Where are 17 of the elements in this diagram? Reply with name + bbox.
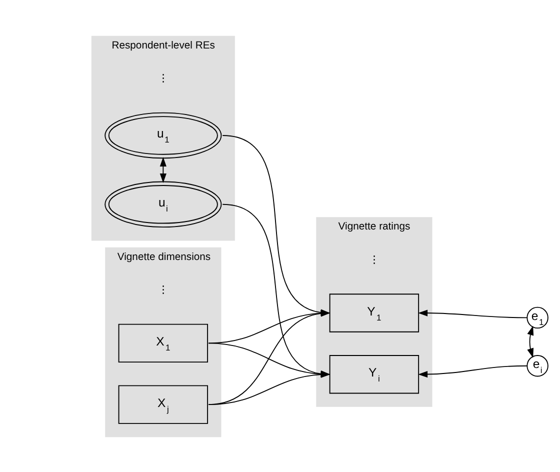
node-box: Y$_{i}$ <box>329 354 420 394</box>
node-circle: e$_{i}$ <box>526 354 548 376</box>
arrow <box>208 370 330 405</box>
arrow <box>527 325 534 358</box>
label: ⋮ <box>158 72 168 84</box>
label: ⋮ <box>369 254 380 266</box>
arrow <box>418 364 528 378</box>
node-box: X$_{1}$ <box>118 323 208 362</box>
node-ellipse: u$_{i}$ <box>104 180 222 228</box>
arrow <box>418 309 528 318</box>
label: ⋮ <box>158 284 168 296</box>
arrow <box>160 156 166 182</box>
node-box: Y$_{1}$ <box>329 293 420 332</box>
node-circle: e$_{1}$ <box>526 306 548 328</box>
arrow <box>208 342 330 377</box>
node-ellipse: u$_{1}$ <box>104 112 222 158</box>
node-box: X$_{j}$ <box>118 384 208 424</box>
